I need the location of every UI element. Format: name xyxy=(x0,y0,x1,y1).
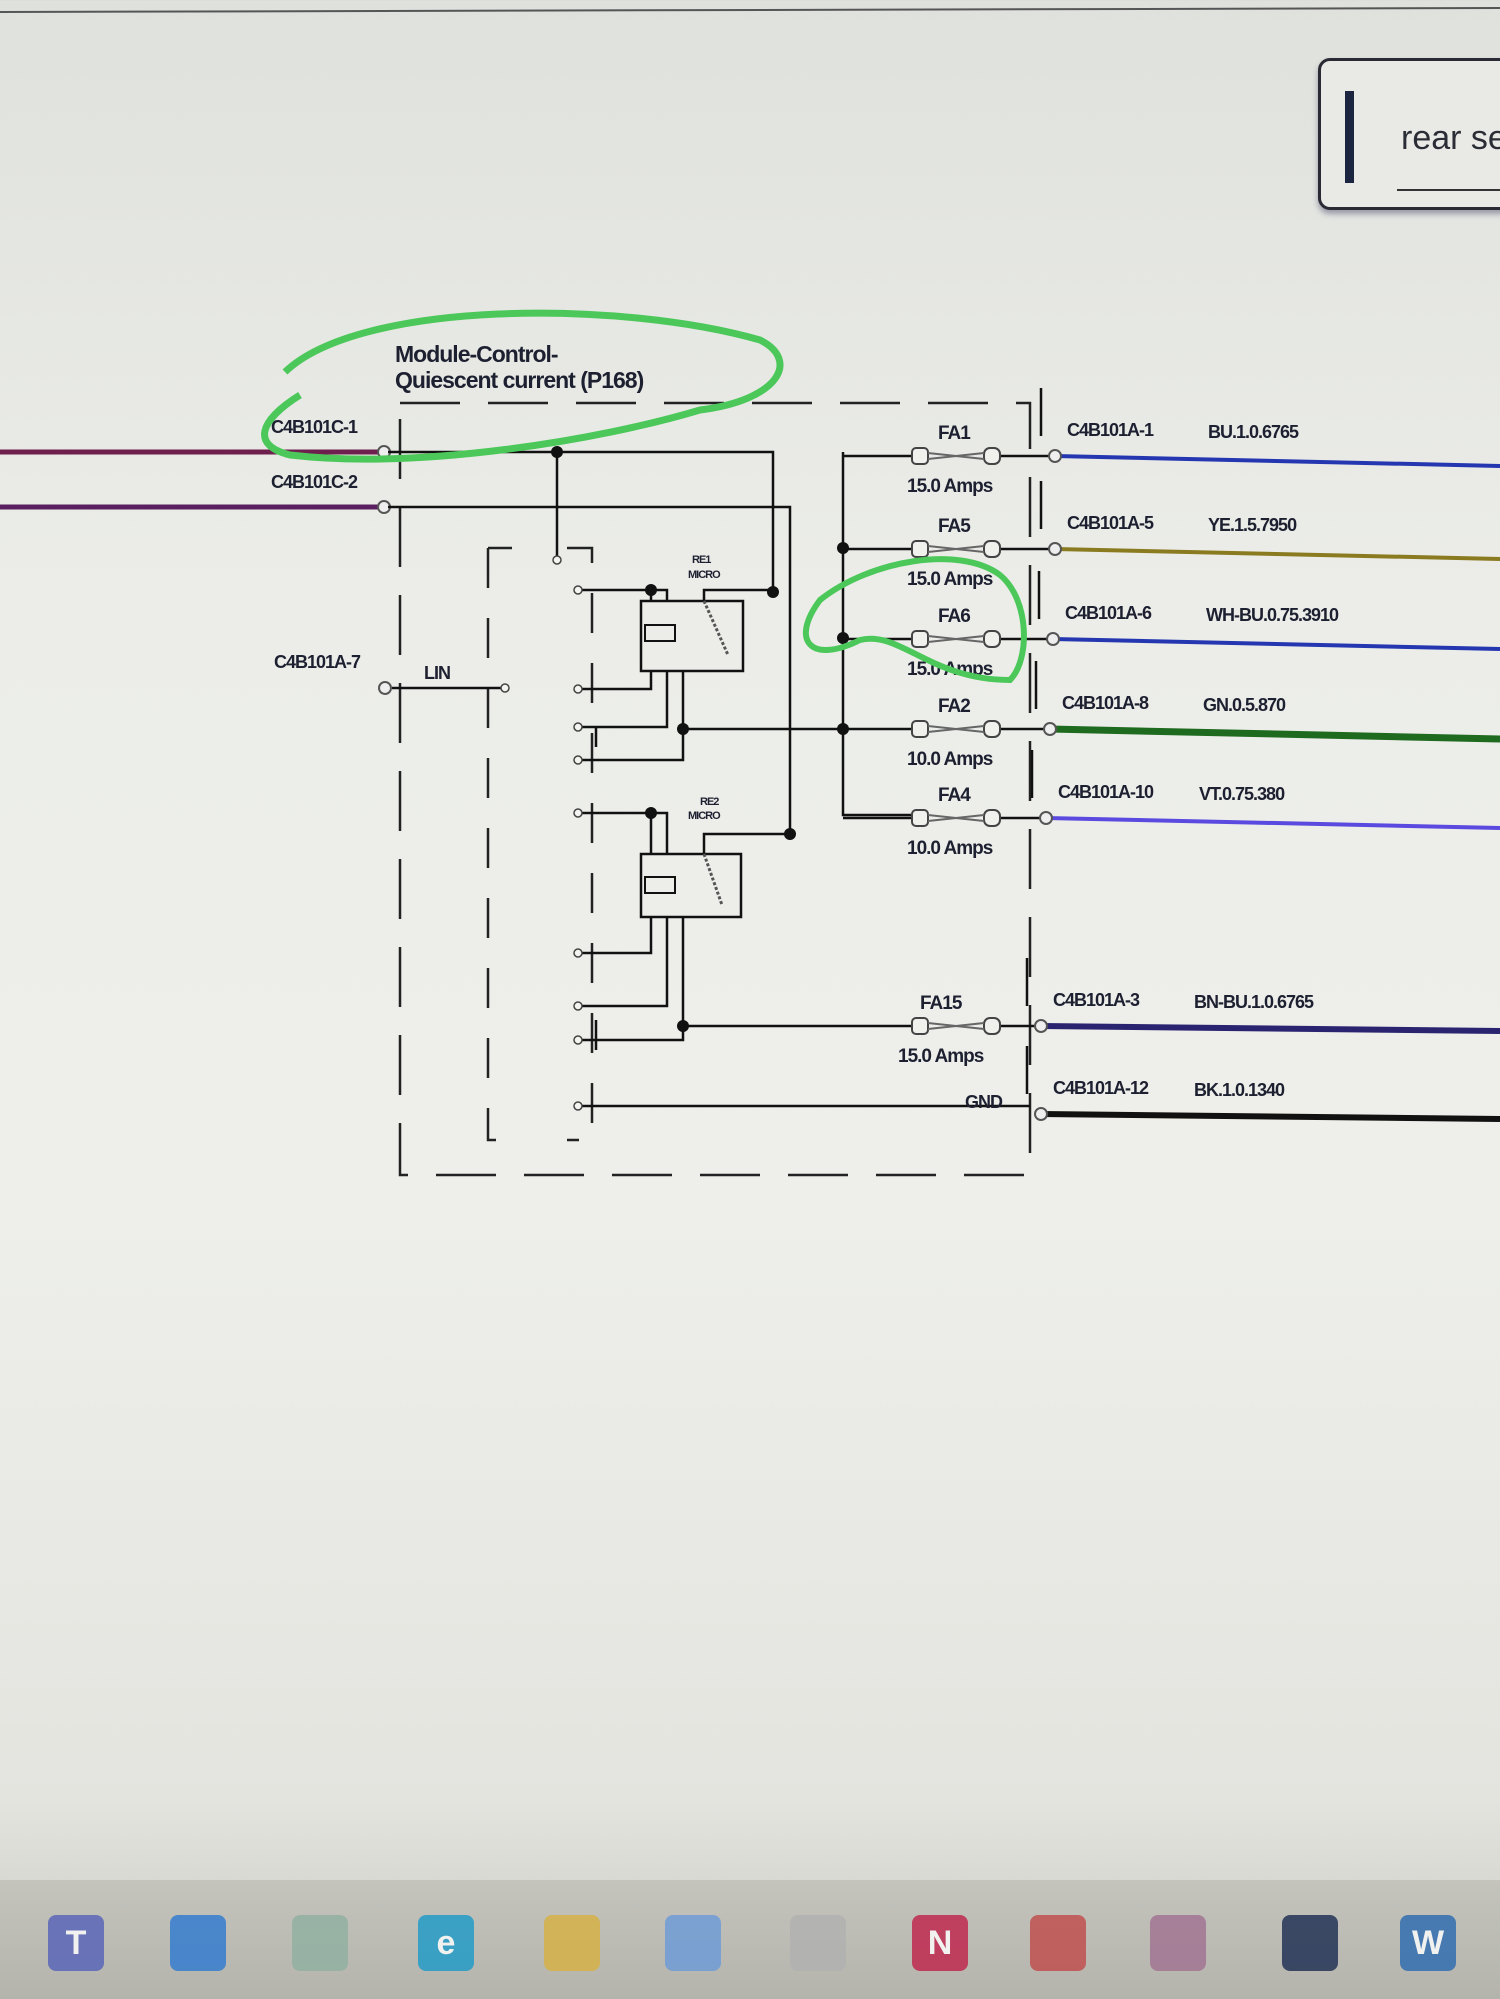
relay-re2[interactable]: RE2 MICRO xyxy=(639,796,743,919)
store-icon[interactable] xyxy=(170,1915,226,1971)
relay-re1[interactable]: RE1 MICRO xyxy=(639,554,745,673)
input-connector-label: C4B101C-1 xyxy=(271,417,358,437)
text-cursor xyxy=(1345,91,1354,183)
module-boundary xyxy=(398,401,1032,1177)
output-connector-label: C4B101A-6 xyxy=(1065,603,1152,623)
search-input[interactable]: rear se xyxy=(1401,119,1500,157)
terminal-pins xyxy=(500,555,583,1111)
wire-code-label: VT.0.75.380 xyxy=(1199,784,1285,804)
gnd-label: GND xyxy=(965,1092,1003,1112)
fuse-label: FA4 xyxy=(938,785,971,806)
fuse-icon xyxy=(911,540,1001,558)
lin-label: LIN xyxy=(424,663,450,683)
relay-name: RE2 xyxy=(700,796,719,808)
wire-code-label: BN-BU.1.0.6765 xyxy=(1194,992,1314,1012)
screen-edge xyxy=(0,7,1500,13)
internal-wiring xyxy=(388,450,1030,1108)
output-connector-label: C4B101A-12 xyxy=(1053,1078,1149,1098)
fuse-rating: 10.0 Amps xyxy=(907,749,993,770)
relay-type: MICRO xyxy=(688,810,721,822)
relay-type: MICRO xyxy=(688,569,721,581)
output-connector-label: C4B101A-10 xyxy=(1058,782,1154,802)
word-icon[interactable]: W xyxy=(1400,1915,1456,1971)
fuse-icon xyxy=(911,630,1001,648)
fuse-label: FA15 xyxy=(920,993,963,1014)
relay-switch-icon xyxy=(702,600,730,656)
search-box[interactable]: rear se xyxy=(1318,58,1500,210)
output-wire xyxy=(1045,816,1500,830)
wire-code-label: YE.1.5.7950 xyxy=(1208,515,1297,535)
connector-pin-icon xyxy=(1046,632,1060,646)
input-connector-label: C4B101A-7 xyxy=(274,652,361,672)
fuse-rating: 15.0 Amps xyxy=(907,569,993,590)
output-row-fa1[interactable]: FA1 15.0 Amps C4B101A-1 BU.1.0.6765 xyxy=(843,388,1500,497)
fuse-rating: 15.0 Amps xyxy=(898,1046,984,1067)
netflix-icon[interactable]: N xyxy=(912,1915,968,1971)
inner-boundary xyxy=(486,546,594,1142)
output-connector-label: C4B101A-5 xyxy=(1067,513,1154,533)
fuse-icon xyxy=(911,1017,1001,1035)
output-wire xyxy=(1040,1023,1500,1034)
fuse-rating: 15.0 Amps xyxy=(907,476,993,497)
teams-icon[interactable]: T xyxy=(48,1915,104,1971)
connector-pin-icon xyxy=(1039,811,1053,825)
output-wire xyxy=(1040,1111,1500,1122)
output-connector-label: C4B101A-1 xyxy=(1067,420,1154,440)
output-wire xyxy=(1052,637,1500,651)
chrome-icon[interactable] xyxy=(1030,1915,1086,1971)
output-row-fa2[interactable]: FA2 10.0 Amps C4B101A-8 GN.0.5.870 xyxy=(843,661,1500,770)
fuse-icon xyxy=(911,809,1001,827)
output-wire xyxy=(1049,725,1500,743)
output-row-fa15[interactable]: FA15 15.0 Amps C4B101A-3 BN-BU.1.0.6765 xyxy=(898,958,1500,1067)
fuse-label: FA6 xyxy=(938,606,970,627)
annotation-circle-fa6 xyxy=(802,556,1027,684)
relay-name: RE1 xyxy=(692,554,711,566)
photos-icon[interactable] xyxy=(292,1915,348,1971)
fuse-label: FA2 xyxy=(938,696,970,717)
app-icon[interactable] xyxy=(790,1915,846,1971)
connector-pin-icon xyxy=(1034,1107,1048,1121)
fuse-icon xyxy=(911,447,1001,465)
module-subtitle: Quiescent current (P168) xyxy=(395,367,644,393)
edge-icon[interactable]: e xyxy=(418,1915,474,1971)
connector-pin-icon xyxy=(1048,542,1062,556)
connector-pin-icon xyxy=(378,681,392,695)
wire-code-label: BU.1.0.6765 xyxy=(1208,422,1299,442)
connector-pin-icon xyxy=(1034,1019,1048,1033)
annotation-circle-title xyxy=(261,309,784,463)
fuse-rating: 10.0 Amps xyxy=(907,838,993,859)
output-wire xyxy=(1054,547,1500,561)
fuse-label: FA1 xyxy=(938,423,971,444)
input-connector-label: C4B101C-2 xyxy=(271,472,358,492)
connector-pin-icon xyxy=(1048,449,1062,463)
output-wire xyxy=(1054,454,1500,468)
file-explorer-icon[interactable] xyxy=(544,1915,600,1971)
search-underline xyxy=(1397,189,1500,191)
output-connector-label: C4B101A-3 xyxy=(1053,990,1140,1010)
wire-code-label: WH-BU.0.75.3910 xyxy=(1206,605,1339,625)
wire-code-label: GN.0.5.870 xyxy=(1203,695,1286,715)
output-row-fa5[interactable]: FA5 15.0 Amps C4B101A-5 YE.1.5.7950 xyxy=(843,481,1500,590)
slack-icon[interactable] xyxy=(1150,1915,1206,1971)
module-title: Module-Control- xyxy=(395,341,558,367)
fuse-icon xyxy=(911,720,1001,738)
output-connector-label: C4B101A-8 xyxy=(1062,693,1149,713)
media-icon[interactable] xyxy=(1282,1915,1338,1971)
calculator-icon[interactable] xyxy=(665,1915,721,1971)
relay-switch-icon xyxy=(702,853,724,906)
connector-pin-icon xyxy=(1043,722,1057,736)
output-row-gnd[interactable]: GND C4B101A-12 BK.1.0.1340 xyxy=(965,1046,1500,1122)
fuse-label: FA5 xyxy=(938,516,971,537)
wire-code-label: BK.1.0.1340 xyxy=(1194,1080,1285,1100)
